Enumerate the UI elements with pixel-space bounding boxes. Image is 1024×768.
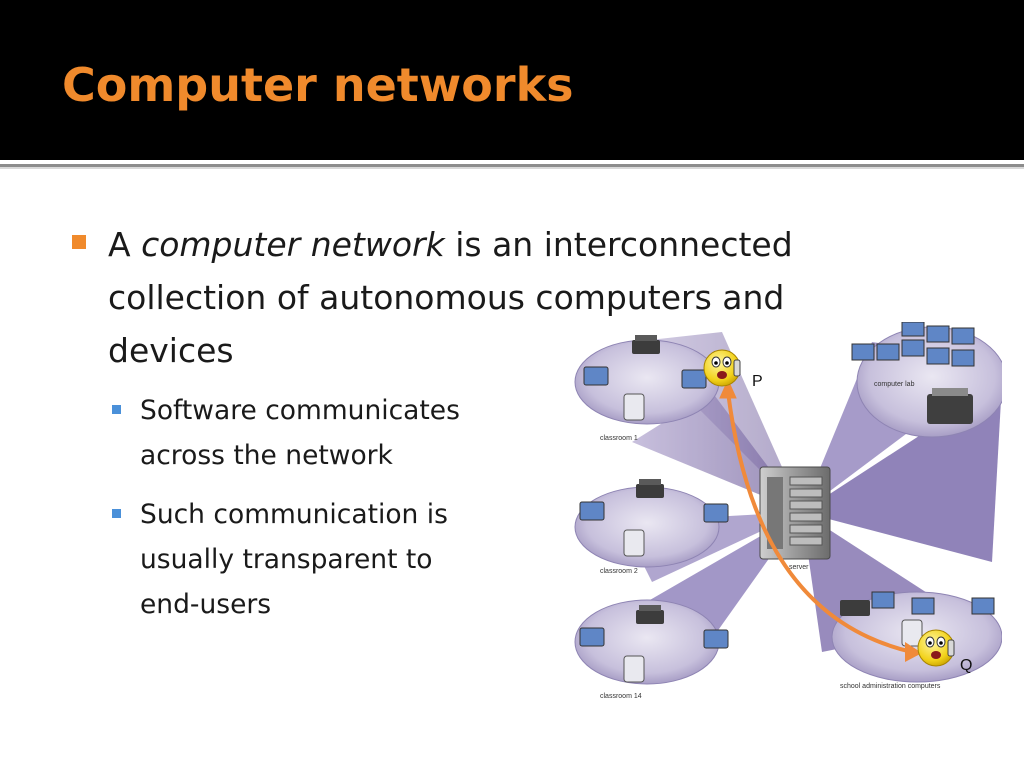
sub-bullet-1-line1: Software communicates	[140, 395, 460, 426]
sub-bullet-1-text: Software communicates across the network	[140, 388, 552, 478]
sub-bullet-1: Software communicates across the network	[112, 388, 552, 478]
lab-devices	[851, 322, 975, 424]
bullet-emphasis: computer network	[141, 225, 445, 264]
slide-title: Computer networks	[62, 58, 574, 112]
label-computer-lab: computer lab	[874, 381, 915, 388]
communication-arrow	[726, 391, 913, 654]
title-bar: Computer networks	[0, 0, 1024, 160]
bullet-suffix: is an interconnected collection of auton…	[108, 225, 793, 370]
sub-bullet-marker	[112, 509, 121, 518]
sub-bullet-2-line3: end-users	[140, 589, 272, 620]
sub-bullet-2: Such communication is usually transparent…	[112, 492, 552, 627]
divider-white	[0, 160, 1024, 164]
label-server: server	[789, 564, 809, 571]
divider-gray	[0, 164, 1024, 167]
sub-bullet-2-line2: usually transparent to	[140, 544, 433, 575]
label-school-admin: school administration computers	[840, 683, 941, 690]
smiley-p-icon	[703, 349, 741, 387]
sub-bullet-2-line1: Such communication is	[140, 499, 448, 530]
label-p: P	[752, 373, 763, 390]
label-classroom-2: classroom 2	[600, 568, 638, 575]
smiley-q-icon	[917, 629, 955, 667]
server-icon	[759, 466, 831, 560]
network-diagram: classroom 1 classroom 2 classroom 14 com…	[572, 322, 1002, 700]
sub-bullet-marker	[112, 405, 121, 414]
sub-bullet-2-text: Such communication is usually transparent…	[140, 492, 552, 627]
classroom-devices	[579, 335, 729, 683]
bullet-prefix: A	[108, 225, 142, 264]
main-bullet: A computer network is an interconnected …	[72, 218, 892, 377]
bullet-marker	[72, 235, 86, 249]
divider-light	[0, 167, 1024, 169]
label-classroom-14: classroom 14	[600, 693, 642, 700]
main-bullet-text: A computer network is an interconnected …	[108, 218, 892, 377]
classroom-2-disk	[574, 486, 720, 568]
sub-bullet-1-line2: across the network	[140, 440, 393, 471]
label-classroom-1: classroom 1	[600, 435, 638, 442]
label-q: Q	[960, 657, 972, 674]
admin-devices	[840, 591, 995, 647]
